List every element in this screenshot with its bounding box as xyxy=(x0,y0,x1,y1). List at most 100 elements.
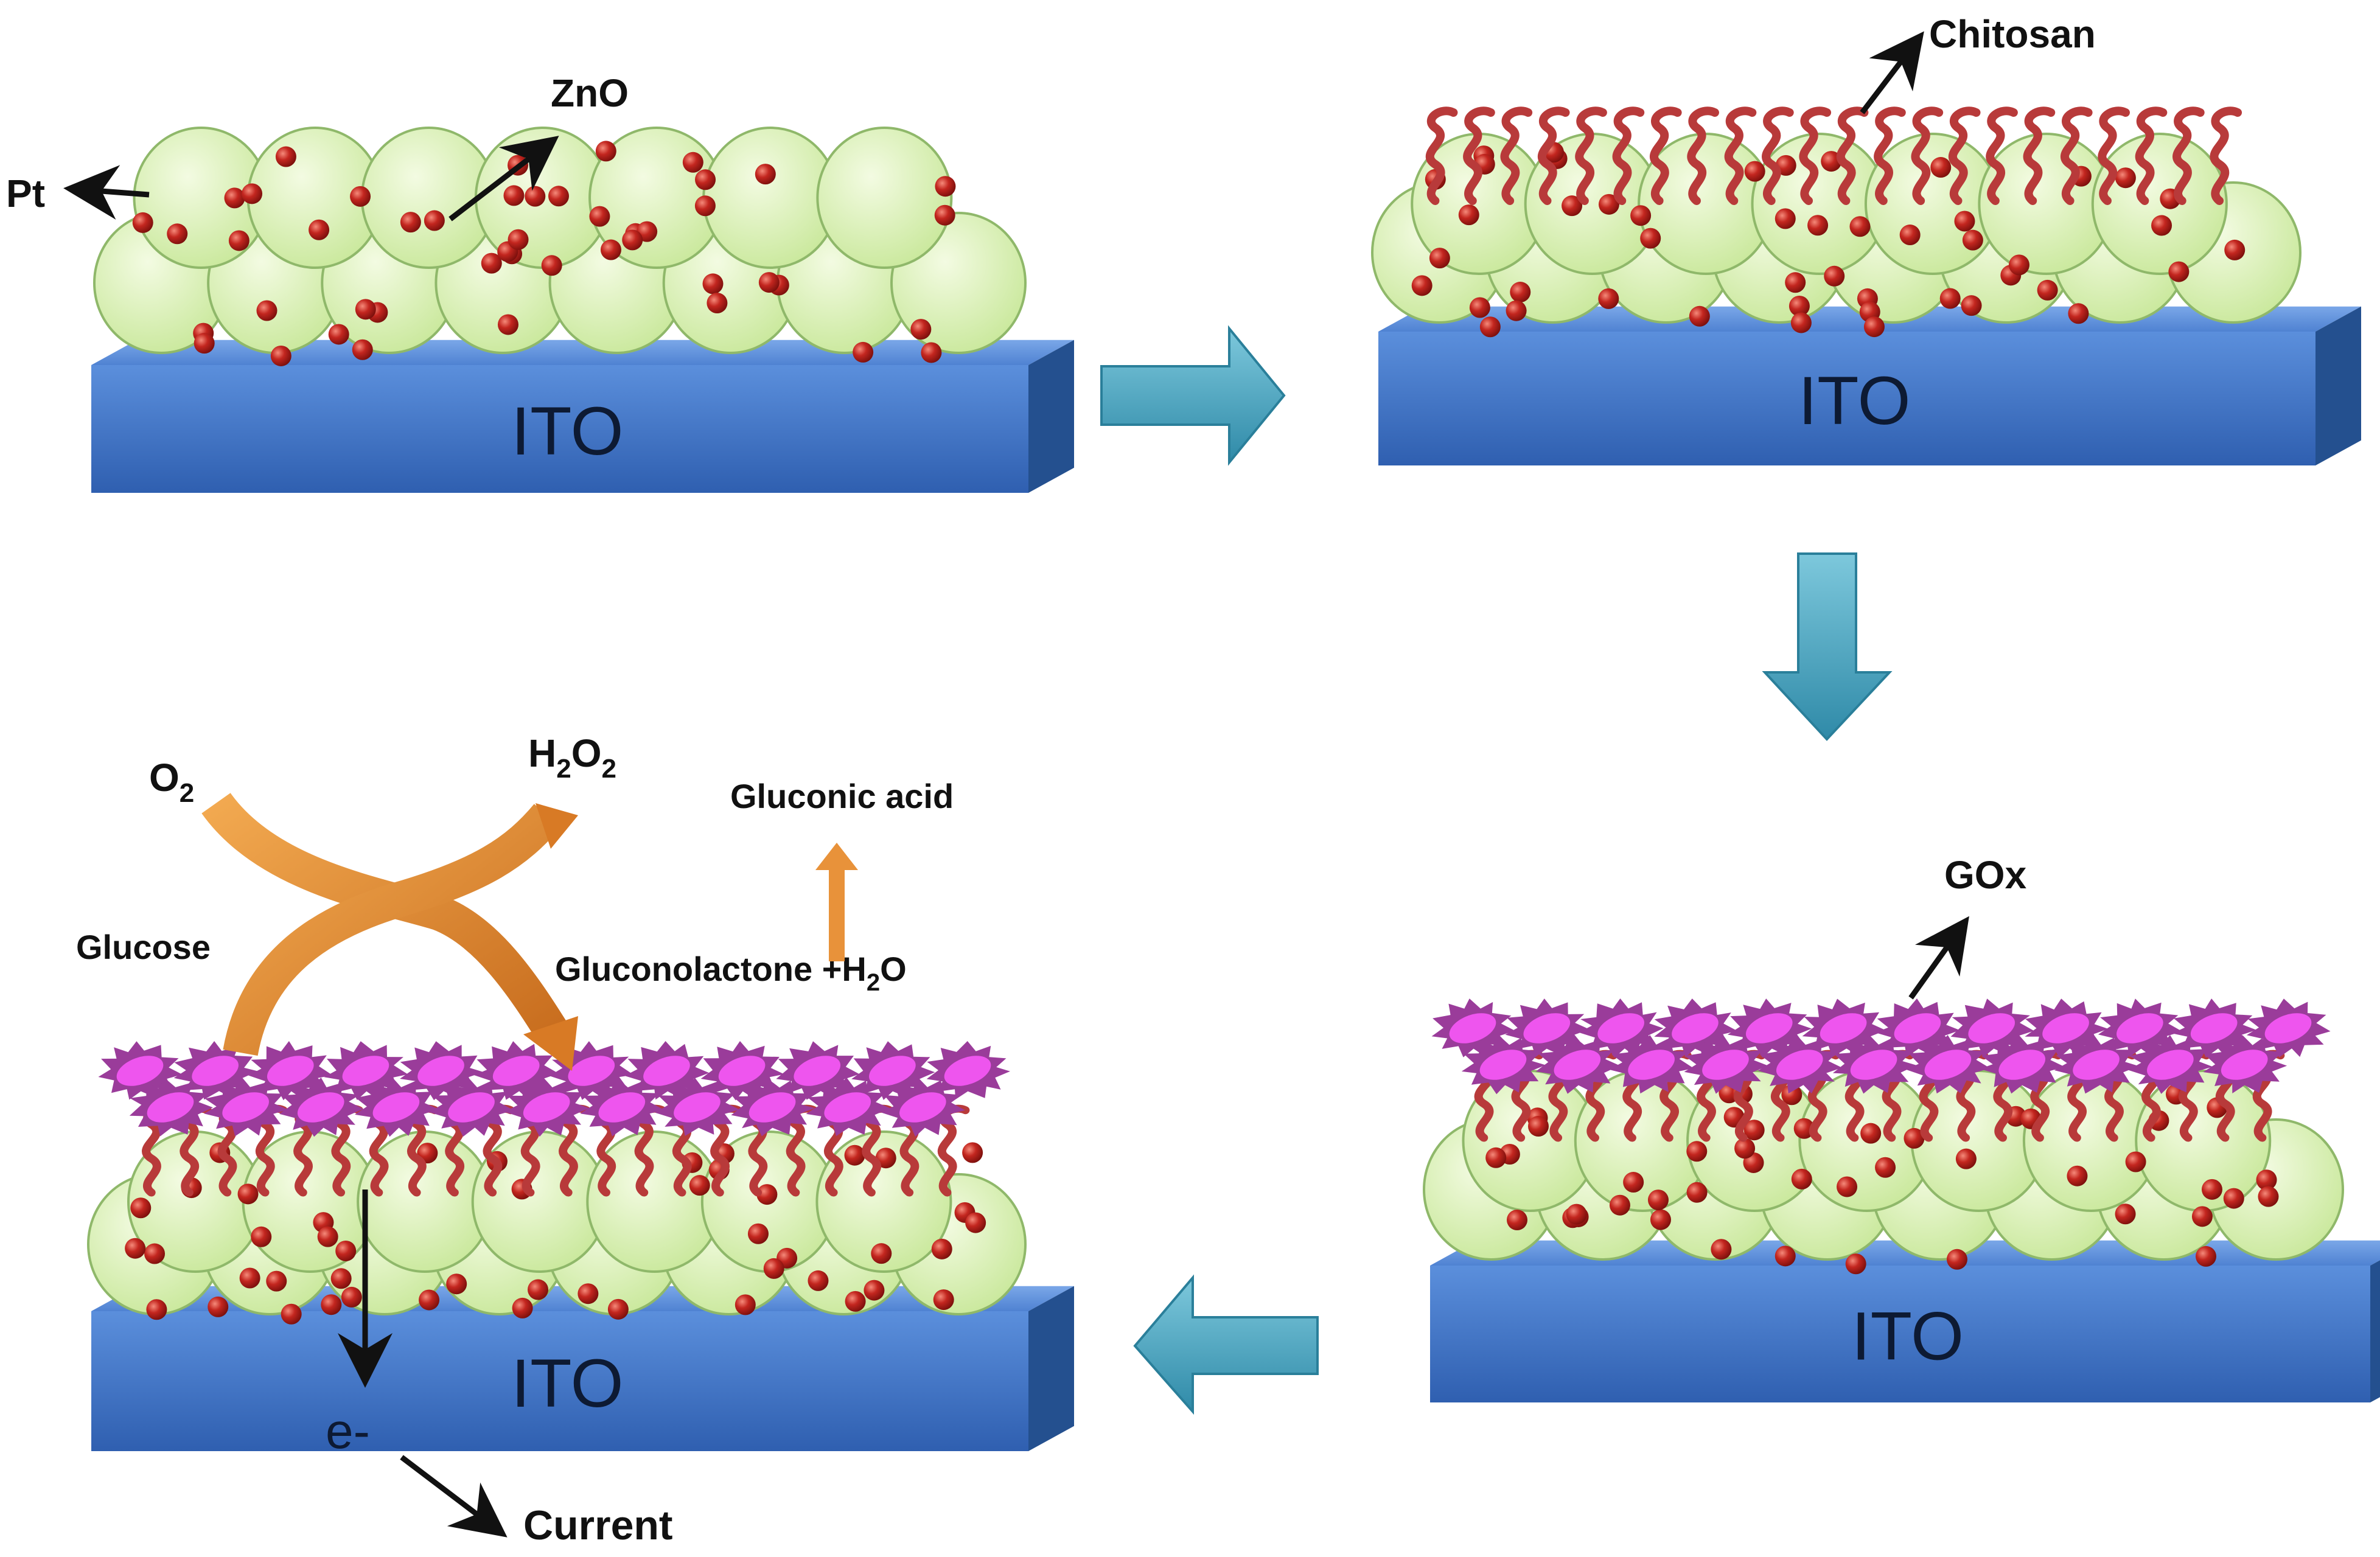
pt-nanoparticle xyxy=(1956,1149,1977,1169)
pt-nanoparticle xyxy=(935,205,955,226)
ito-substrate-side xyxy=(2315,307,2361,465)
zno-particle xyxy=(817,128,951,268)
pt-nanoparticle xyxy=(1947,1249,1967,1270)
pt-nanoparticle xyxy=(932,1239,952,1259)
pt-nanoparticle xyxy=(281,1304,302,1325)
pt-nanoparticle xyxy=(225,187,245,208)
pt-nanoparticle xyxy=(1687,1182,1708,1203)
pt-nanoparticle xyxy=(341,1287,362,1308)
pt-nanoparticle xyxy=(512,1298,533,1318)
pt-nanoparticle xyxy=(276,147,296,167)
pt-nanoparticle xyxy=(2037,280,2058,301)
pt-nanoparticle xyxy=(1711,1239,1731,1259)
pt-nanoparticle xyxy=(1598,288,1619,309)
pt-label: Pt xyxy=(6,172,45,215)
pt-nanoparticle xyxy=(251,1227,271,1247)
pt-nanoparticle xyxy=(1824,266,1844,287)
pt-nanoparticle xyxy=(608,1299,629,1320)
pt-nanoparticle xyxy=(1610,1195,1630,1216)
glucose-label: Glucose xyxy=(76,928,211,966)
pt-nanoparticle xyxy=(1686,1141,1707,1162)
pt-nanoparticle xyxy=(1480,316,1501,337)
pt-nanoparticle xyxy=(1528,1116,1549,1137)
pt-nanoparticle xyxy=(419,1289,439,1310)
gluconic-acid-arrowhead-icon xyxy=(815,843,858,870)
pt-nanoparticle xyxy=(256,300,277,321)
pt-nanoparticle xyxy=(146,1299,167,1320)
gox-pointer-arrow-icon xyxy=(1911,934,1956,998)
pt-nanoparticle xyxy=(1961,295,1982,316)
pt-nanoparticle xyxy=(935,176,955,197)
pt-nanoparticle xyxy=(133,212,153,233)
pt-nanoparticle xyxy=(1792,1169,1812,1190)
pt-nanoparticle xyxy=(194,333,215,354)
pt-nanoparticle xyxy=(845,1145,865,1166)
ito-substrate-side xyxy=(1028,1286,1074,1451)
pt-nanoparticle xyxy=(1963,230,1983,251)
pt-nanoparticle xyxy=(144,1244,165,1264)
panel-zno-pt-electrode: ITO xyxy=(91,128,1074,493)
pt-nanoparticle xyxy=(735,1294,756,1315)
pt-nanoparticle xyxy=(707,293,727,313)
pt-nanoparticle xyxy=(240,1267,260,1288)
pt-nanoparticle xyxy=(871,1243,892,1264)
pt-nanoparticle xyxy=(683,152,703,173)
pt-nanoparticle xyxy=(2115,167,2136,188)
panel-chitosan-electrode: ITO xyxy=(1372,111,2361,465)
pt-nanoparticle xyxy=(2196,1246,2216,1267)
pt-nanoparticle xyxy=(331,1268,352,1289)
pt-nanoparticle xyxy=(845,1291,866,1312)
chitosan-pointer-arrow-icon xyxy=(1862,49,1911,113)
pt-nanoparticle xyxy=(2068,303,2089,324)
hydrogen-peroxide-label: H2O2 xyxy=(528,731,616,784)
ito-label: ITO xyxy=(1852,1298,1964,1374)
ito-label: ITO xyxy=(511,393,624,469)
pt-nanoparticle xyxy=(238,1183,259,1204)
pt-nanoparticle xyxy=(548,186,569,206)
pt-nanoparticle xyxy=(2224,240,2245,260)
panel-gox-electrode: ITO xyxy=(1424,998,2380,1402)
pt-nanoparticle xyxy=(1849,216,1870,237)
pt-nanoparticle xyxy=(318,1227,338,1247)
pt-nanoparticle xyxy=(703,273,724,294)
gluconolactone-label: Gluconolactone +H2O xyxy=(555,950,907,996)
pt-nanoparticle xyxy=(601,240,621,260)
chitosan-label: Chitosan xyxy=(1929,12,2096,56)
pt-nanoparticle xyxy=(2258,1186,2278,1207)
flow-arrow-left xyxy=(1135,1278,1317,1412)
pt-nanoparticle xyxy=(1791,312,1812,333)
gluconic-acid-label: Gluconic acid xyxy=(730,777,954,815)
pt-nanoparticle xyxy=(2067,1166,2087,1186)
pt-nanoparticle xyxy=(1775,1245,1796,1266)
pt-nanoparticle xyxy=(1940,288,1961,309)
pt-nanoparticle xyxy=(352,340,373,360)
pt-nanoparticle xyxy=(2115,1203,2136,1224)
pt-nanoparticle xyxy=(1648,1190,1669,1210)
ito-label: ITO xyxy=(511,1345,624,1421)
pt-nanoparticle xyxy=(1745,161,1765,182)
pt-nanoparticle xyxy=(589,206,610,227)
reaction-arrows xyxy=(216,803,858,1071)
pt-nanoparticle xyxy=(229,230,250,251)
pt-nanoparticle xyxy=(2009,254,2029,275)
pt-nanoparticle xyxy=(755,164,776,184)
gluconic-acid-arrow-shaft xyxy=(829,864,845,961)
oxygen-label: O2 xyxy=(149,756,194,808)
pt-nanoparticle xyxy=(125,1238,145,1259)
gox-label: GOx xyxy=(1944,853,2027,897)
flow-arrow-down xyxy=(1765,554,1890,739)
pt-nanoparticle xyxy=(965,1213,986,1233)
pt-nanoparticle xyxy=(1775,208,1796,229)
pt-nanoparticle xyxy=(528,1280,548,1300)
pt-nanoparticle xyxy=(1470,298,1490,318)
pt-nanoparticle xyxy=(1429,248,1450,268)
pt-nanoparticle xyxy=(1930,157,1951,178)
pt-nanoparticle xyxy=(208,1297,228,1317)
pt-nanoparticle xyxy=(1807,215,1828,235)
zno-label: ZnO xyxy=(551,71,629,115)
pt-nanoparticle xyxy=(1650,1210,1671,1230)
pt-nanoparticle xyxy=(1485,1148,1506,1168)
pt-nanoparticle xyxy=(2202,1179,2222,1200)
pt-nanoparticle xyxy=(622,229,643,250)
pt-nanoparticle xyxy=(1900,225,1921,245)
